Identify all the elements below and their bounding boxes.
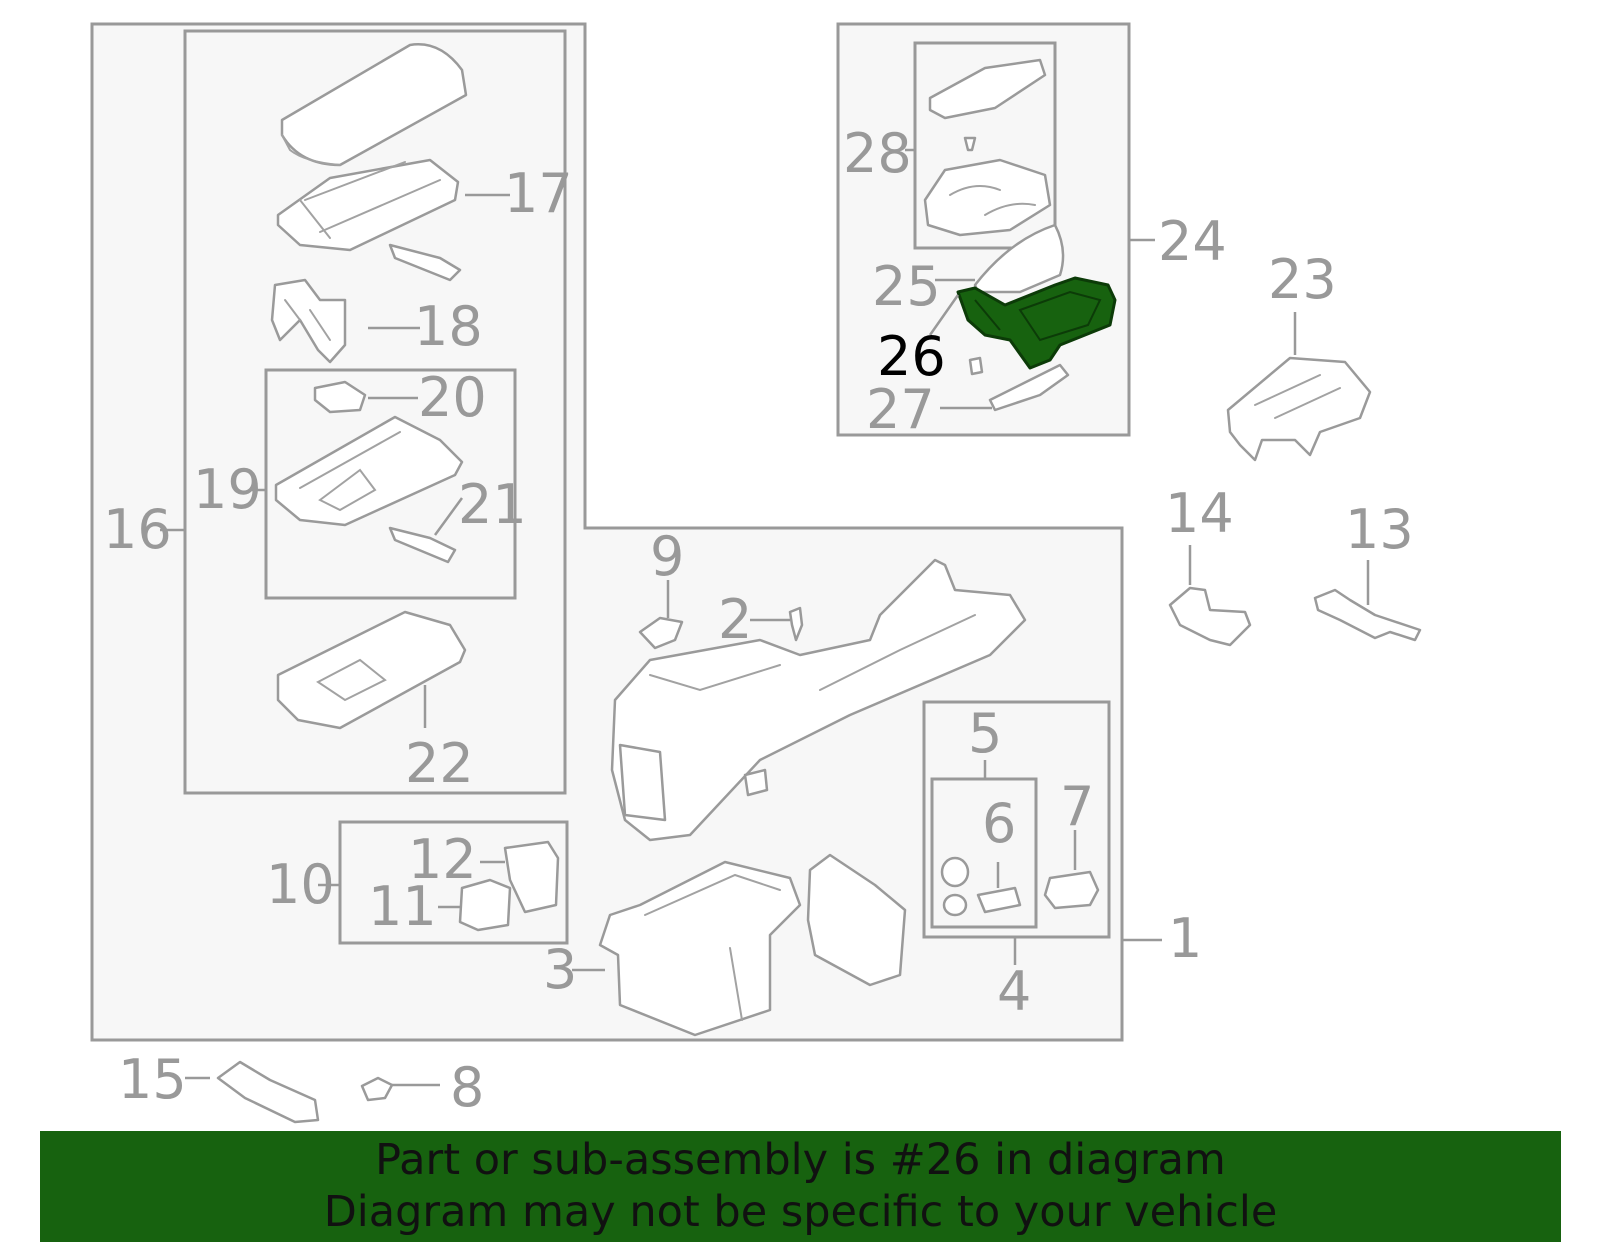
lid-base-drawing [276, 158, 462, 282]
label-6: 6 [982, 792, 1016, 855]
label-21: 21 [458, 473, 527, 536]
label-22: 22 [405, 732, 474, 795]
bracket-14-drawing [1168, 586, 1252, 647]
label-11: 11 [368, 875, 437, 938]
part-26-highlighted-drawing [956, 276, 1117, 370]
storage-bin-drawing [598, 860, 802, 1037]
label-24: 24 [1158, 210, 1227, 273]
armrest-lid-drawing [280, 43, 468, 167]
label-23: 23 [1268, 248, 1337, 311]
label-5: 5 [968, 702, 1002, 765]
bracket-13-drawing [1313, 588, 1422, 642]
label-26-highlighted: 26 [877, 325, 946, 388]
label-14: 14 [1165, 482, 1234, 545]
label-4: 4 [997, 960, 1031, 1023]
tray-12-drawing [503, 840, 560, 914]
screw-2-drawing [788, 606, 804, 642]
inner-lid-drawing [274, 415, 464, 527]
trim-25-drawing [973, 223, 1065, 294]
tray-11-drawing [458, 878, 512, 932]
label-13: 13 [1345, 498, 1414, 561]
leader-lines [160, 148, 1370, 1087]
socket-7-drawing [1043, 870, 1100, 910]
clip-8-drawing [360, 1076, 394, 1102]
label-18: 18 [414, 295, 483, 358]
shift-indicator-drawing [1226, 356, 1372, 462]
label-7: 7 [1060, 775, 1094, 838]
cap-9-drawing [638, 616, 684, 650]
armrest-base-drawing [276, 610, 467, 730]
label-3: 3 [543, 938, 577, 1001]
label-28: 28 [843, 122, 912, 185]
banner-line-part: Part or sub-assembly is #26 in diagram [375, 1135, 1226, 1185]
latch-drawing [270, 278, 347, 364]
label-27: 27 [866, 378, 935, 441]
clip-21-drawing [388, 526, 457, 564]
label-19: 19 [193, 458, 262, 521]
label-10: 10 [266, 853, 335, 916]
info-banner: Part or sub-assembly is #26 in diagram D… [40, 1131, 1561, 1242]
label-15: 15 [118, 1048, 187, 1111]
side-bin-drawing [806, 853, 907, 987]
cupholder-drawing [923, 58, 1052, 237]
clip-20-drawing [313, 380, 367, 414]
label-9: 9 [650, 525, 684, 588]
label-2: 2 [718, 588, 752, 651]
label-1: 1 [1168, 907, 1202, 970]
label-8: 8 [450, 1056, 484, 1119]
socket-6-drawing [940, 856, 1022, 917]
trim-27-drawing [968, 356, 1070, 412]
bracket-15-drawing [216, 1060, 320, 1124]
banner-line-disclaimer: Diagram may not be specific to your vehi… [323, 1187, 1278, 1237]
label-20: 20 [418, 366, 487, 429]
label-17: 17 [504, 162, 573, 225]
label-12: 12 [408, 828, 477, 891]
label-16: 16 [103, 498, 172, 561]
label-25: 25 [872, 255, 941, 318]
console-body-drawing [610, 558, 1027, 842]
